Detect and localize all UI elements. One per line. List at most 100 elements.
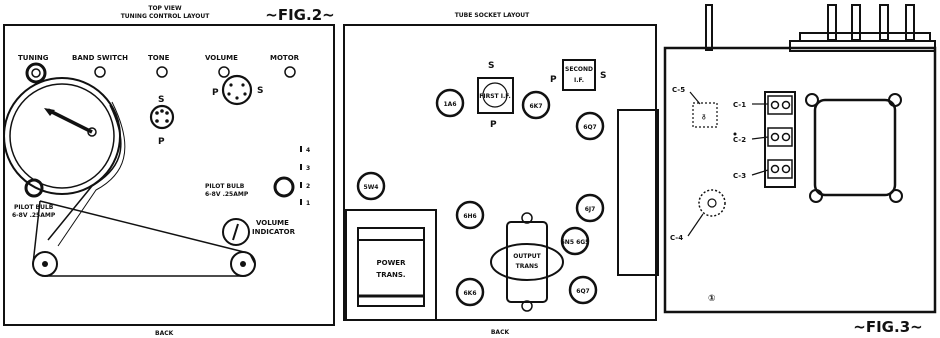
band-mark (300, 146, 302, 152)
c2-leader (751, 136, 769, 140)
trimmer-screw (770, 100, 780, 110)
tone-socket-pin (165, 119, 169, 123)
c4-label: C-4 (670, 234, 683, 242)
trimmer-strip (764, 91, 796, 188)
c1-label: C-1 (733, 101, 746, 109)
chassis-post (879, 4, 889, 41)
tuning-dial-inner (9, 83, 115, 189)
volume-indicator-label-2: INDICATOR (252, 228, 296, 236)
volume-socket-pin (227, 92, 231, 96)
first-if-coil (482, 82, 508, 108)
tone-socket (149, 104, 175, 130)
volume-p-label: P (212, 88, 219, 98)
fig3-circle-mark: ① (708, 294, 716, 304)
volume-hole (218, 66, 230, 78)
first-if-s-label: S (488, 61, 494, 71)
drive-cord-upper (39, 200, 249, 254)
chassis-post (851, 4, 861, 41)
socket-frame (813, 98, 897, 197)
output-transformer-label: OUTPUT (513, 253, 541, 260)
volume-socket-pin (243, 92, 247, 96)
volume-s-label: S (257, 86, 263, 96)
dial-pivot (87, 127, 97, 137)
drive-cord-side (32, 200, 41, 265)
tube-label: 5W4 (364, 184, 379, 191)
band-switch-label: BAND SWITCH (72, 54, 128, 62)
trimmer-screw (781, 132, 791, 142)
band-number: 3 (306, 165, 310, 172)
output-transformer-frame (506, 221, 548, 303)
chassis-post (827, 4, 837, 41)
c5-mark: ᵹ (702, 113, 706, 120)
volume-socket-pin (235, 96, 239, 100)
tube-socket (455, 200, 485, 230)
trimmer-cell (767, 159, 793, 179)
second-if-can (562, 59, 596, 91)
chassis-post (905, 4, 915, 41)
tube-label: 6Q7 (576, 288, 589, 295)
tube-label: 6Q7 (583, 124, 596, 131)
c4-center (707, 198, 717, 208)
tuning-panel-title-line1: TOP VIEW (148, 5, 182, 12)
tone-socket-pin (165, 111, 169, 115)
c4-trimmer (698, 189, 726, 217)
tube-panel-border (343, 24, 657, 321)
chassis-post (705, 4, 713, 51)
volume-label: VOLUME (205, 54, 238, 62)
mount-hole (805, 93, 819, 107)
motor-label: MOTOR (270, 54, 300, 62)
tube-label: 6J7 (585, 206, 596, 213)
second-if-label-2: I.F. (574, 77, 584, 84)
right-pulley-center (240, 261, 246, 267)
c5-label: C-5 (672, 86, 685, 94)
dial-pointer (47, 108, 93, 134)
pilot-bulb-right (273, 176, 295, 198)
output-transformer-core (490, 243, 564, 281)
tube-label: 1A6 (444, 101, 457, 108)
tube-label: 6K7 (530, 103, 543, 110)
band-switch-hole (94, 66, 106, 78)
volume-socket-pin (229, 83, 233, 87)
second-if-label: SECOND (565, 66, 593, 73)
mount-hole (888, 93, 902, 107)
tube-label: 6H6 (463, 213, 476, 220)
tone-s-label: S (158, 95, 164, 105)
trimmer-cell (767, 95, 793, 115)
pilot-bulb-left (24, 178, 44, 198)
pilot-bulb-left-rating: 6-8V .25AMP (12, 212, 56, 219)
tube-socket (356, 171, 386, 201)
power-transformer-body (357, 227, 425, 307)
first-if-label: FIRST I.F. (479, 93, 510, 100)
tuning-panel-border (3, 24, 335, 326)
tuning-knob-center (31, 68, 41, 78)
volume-socket (221, 74, 253, 106)
left-pulley-center (42, 261, 48, 267)
c4-leader (687, 213, 704, 237)
c5-leader (689, 91, 701, 105)
pilot-bulb-right-rating: 6-8V .25AMP (205, 191, 249, 198)
dial-cord (57, 101, 126, 247)
output-transformer-label-2: TRANS (516, 263, 539, 270)
chassis-cutout (617, 109, 659, 276)
second-if-p-label: P (550, 75, 557, 85)
c5-trimmer (692, 102, 718, 128)
fig2-caption: ~FIG.2~ (265, 6, 334, 24)
motor-hole (284, 66, 296, 78)
tone-label: TONE (148, 54, 170, 62)
tuning-label: TUNING (18, 54, 49, 62)
tuning-panel-title-line2: TUNING CONTROL LAYOUT (121, 13, 211, 20)
gang-base (789, 40, 936, 52)
tube-socket (575, 193, 605, 223)
tube-label: 6K6 (464, 290, 477, 297)
band-mark (300, 164, 302, 170)
tuning-panel-back-label: BACK (155, 330, 174, 337)
drive-cord-side (249, 253, 256, 265)
dial-pointer-tip (44, 108, 55, 116)
trimmer-screw (770, 164, 780, 174)
tuning-knob (25, 62, 47, 84)
tube-label: 6N5 6G5 (561, 239, 590, 246)
dial-cord (47, 104, 122, 241)
tube-socket (575, 111, 605, 141)
tone-socket-pin (155, 119, 159, 123)
